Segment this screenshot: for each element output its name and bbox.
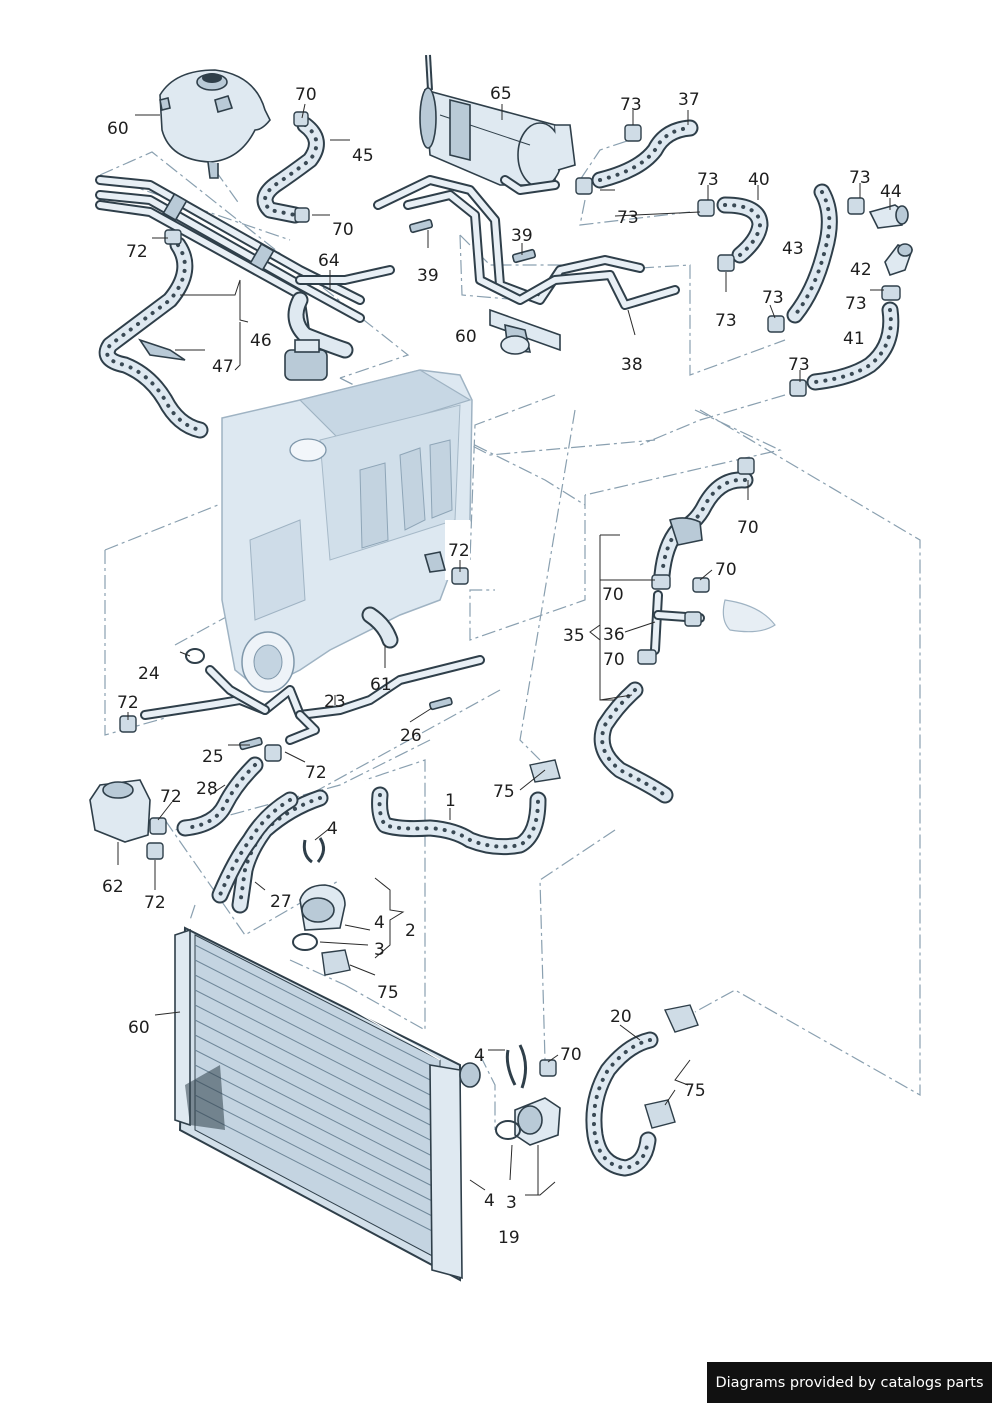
hose-20 bbox=[585, 1004, 699, 1177]
callout-72: 72 bbox=[144, 893, 166, 913]
callout-70: 70 bbox=[332, 220, 354, 240]
coolant-valve bbox=[284, 291, 354, 381]
callout-46: 46 bbox=[250, 331, 272, 351]
thermostat-housing-61 bbox=[361, 551, 469, 649]
callout-3: 3 bbox=[506, 1193, 517, 1213]
callout-38: 38 bbox=[621, 355, 643, 375]
callout-39: 39 bbox=[417, 266, 439, 286]
callout-1: 1 bbox=[445, 791, 456, 811]
callout-42: 42 bbox=[850, 260, 872, 280]
hose-1 bbox=[371, 759, 561, 856]
elbow-42 bbox=[884, 243, 914, 277]
coolant-pipe-38 bbox=[373, 175, 680, 310]
cooler-65 bbox=[419, 54, 576, 195]
hose-41 bbox=[789, 285, 901, 397]
callout-60: 60 bbox=[455, 327, 477, 347]
callout-27: 27 bbox=[270, 892, 292, 912]
callout-4: 4 bbox=[474, 1046, 485, 1066]
callout-43: 43 bbox=[782, 239, 804, 259]
callout-4: 4 bbox=[327, 819, 338, 839]
callout-75: 75 bbox=[684, 1081, 706, 1101]
callout-2: 2 bbox=[405, 921, 416, 941]
callout-72: 72 bbox=[117, 693, 139, 713]
hose-40 bbox=[697, 196, 769, 272]
callout-20: 20 bbox=[610, 1007, 632, 1027]
callout-35: 35 bbox=[563, 626, 585, 646]
callout-60: 60 bbox=[107, 119, 129, 139]
leader-lines bbox=[117, 103, 891, 1196]
callout-72: 72 bbox=[126, 242, 148, 262]
callout-36: 36 bbox=[603, 625, 625, 645]
elbow-44 bbox=[868, 204, 909, 229]
expansion-tank bbox=[159, 69, 271, 179]
callout-41: 41 bbox=[843, 329, 865, 349]
callout-47: 47 bbox=[212, 357, 234, 377]
callout-24: 24 bbox=[138, 664, 160, 684]
callout-44: 44 bbox=[880, 182, 902, 202]
callout-73: 73 bbox=[620, 95, 642, 115]
callout-73: 73 bbox=[849, 168, 871, 188]
hose-27 bbox=[211, 789, 329, 914]
callout-4: 4 bbox=[484, 1191, 495, 1211]
callout-70: 70 bbox=[737, 518, 759, 538]
callout-73: 73 bbox=[617, 208, 639, 228]
callout-70: 70 bbox=[560, 1045, 582, 1065]
hose-28 bbox=[176, 756, 264, 837]
hose-35-assembly bbox=[593, 457, 776, 804]
callout-23: 23 bbox=[324, 692, 346, 712]
callout-28: 28 bbox=[196, 779, 218, 799]
flange-19 bbox=[495, 1044, 561, 1146]
callout-37: 37 bbox=[678, 90, 700, 110]
callout-72: 72 bbox=[305, 763, 327, 783]
coolant-pipe-23 bbox=[119, 648, 485, 762]
callout-70: 70 bbox=[602, 585, 624, 605]
callout-72: 72 bbox=[448, 541, 470, 561]
callout-labels: 70 60 45 70 72 64 46 47 65 73 37 73 40 7… bbox=[102, 84, 902, 1248]
callout-73: 73 bbox=[697, 170, 719, 190]
callout-39: 39 bbox=[511, 226, 533, 246]
callout-26: 26 bbox=[400, 726, 422, 746]
callout-62: 62 bbox=[102, 877, 124, 897]
radiator bbox=[174, 924, 481, 1282]
callout-73: 73 bbox=[762, 288, 784, 308]
callout-64: 64 bbox=[318, 251, 340, 271]
callout-45: 45 bbox=[352, 146, 374, 166]
callout-70: 70 bbox=[715, 560, 737, 580]
hose-45 bbox=[256, 111, 325, 224]
reservoir-62 bbox=[89, 779, 167, 860]
callout-65: 65 bbox=[490, 84, 512, 104]
credit-banner: Diagrams provided by catalogs parts bbox=[707, 1362, 992, 1403]
callout-19: 19 bbox=[498, 1228, 520, 1248]
hose-43 bbox=[767, 183, 865, 333]
callout-61: 61 bbox=[370, 675, 392, 695]
t-fitting-60 bbox=[489, 308, 561, 355]
hose-46 bbox=[98, 229, 209, 439]
callout-75: 75 bbox=[377, 983, 399, 1003]
callout-70: 70 bbox=[603, 650, 625, 670]
callout-60: 60 bbox=[128, 1018, 150, 1038]
callout-4: 4 bbox=[374, 913, 385, 933]
callout-73: 73 bbox=[715, 311, 737, 331]
engine-block bbox=[221, 369, 473, 693]
callout-75: 75 bbox=[493, 782, 515, 802]
callout-3: 3 bbox=[374, 940, 385, 960]
callout-73: 73 bbox=[788, 355, 810, 375]
callout-70: 70 bbox=[295, 85, 317, 105]
callout-73: 73 bbox=[845, 294, 867, 314]
callout-25: 25 bbox=[202, 747, 224, 767]
callout-40: 40 bbox=[748, 170, 770, 190]
hose-37 bbox=[575, 119, 699, 195]
flange-2 bbox=[292, 837, 351, 976]
callout-72: 72 bbox=[160, 787, 182, 807]
